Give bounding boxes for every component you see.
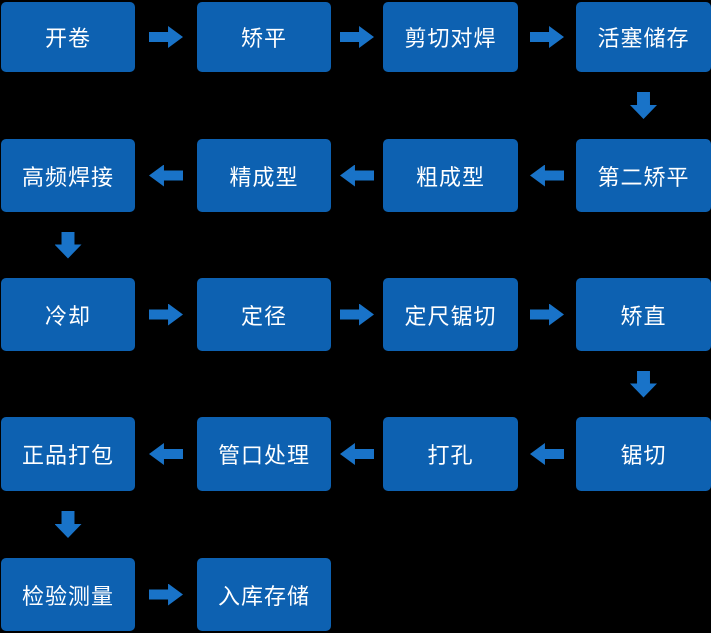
flow-node-13: 锯切 [576,417,711,491]
arrow-left-icon [340,164,374,187]
flow-node-11: 定尺锯切 [383,278,518,351]
arrow-right-icon [340,26,374,48]
arrow-down-icon [54,231,82,259]
arrow-left-icon [149,443,183,465]
flow-node-2: 矫平 [197,2,331,72]
flow-node-16: 正品打包 [1,417,135,491]
flow-node-18: 入库存储 [197,558,331,631]
flow-node-15: 管口处理 [197,417,331,491]
flow-node-5: 第二矫平 [576,139,711,212]
flow-node-9: 冷却 [1,278,135,351]
arrow-right-icon [340,303,374,326]
flow-node-12: 矫直 [576,278,711,351]
arrow-down-icon [54,511,82,538]
flow-node-14: 打孔 [383,417,518,491]
flow-node-8: 高频焊接 [1,139,135,212]
flow-node-7: 精成型 [197,139,331,212]
arrow-right-icon [149,26,183,48]
arrow-down-icon [630,92,657,119]
arrow-left-icon [530,443,564,465]
flow-node-17: 检验测量 [1,558,135,631]
arrow-right-icon [149,303,183,326]
arrow-right-icon [530,303,564,326]
arrow-right-icon [530,26,564,48]
flow-node-10: 定径 [197,278,331,351]
arrow-right-icon [149,583,183,606]
flow-node-6: 粗成型 [383,139,518,212]
arrow-left-icon [530,164,564,187]
arrow-down-icon [630,370,657,398]
flow-node-1: 开卷 [1,2,135,72]
arrow-left-icon [149,164,183,187]
flow-node-3: 剪切对焊 [383,2,518,72]
arrow-left-icon [340,443,374,465]
flow-node-4: 活塞储存 [576,2,711,72]
